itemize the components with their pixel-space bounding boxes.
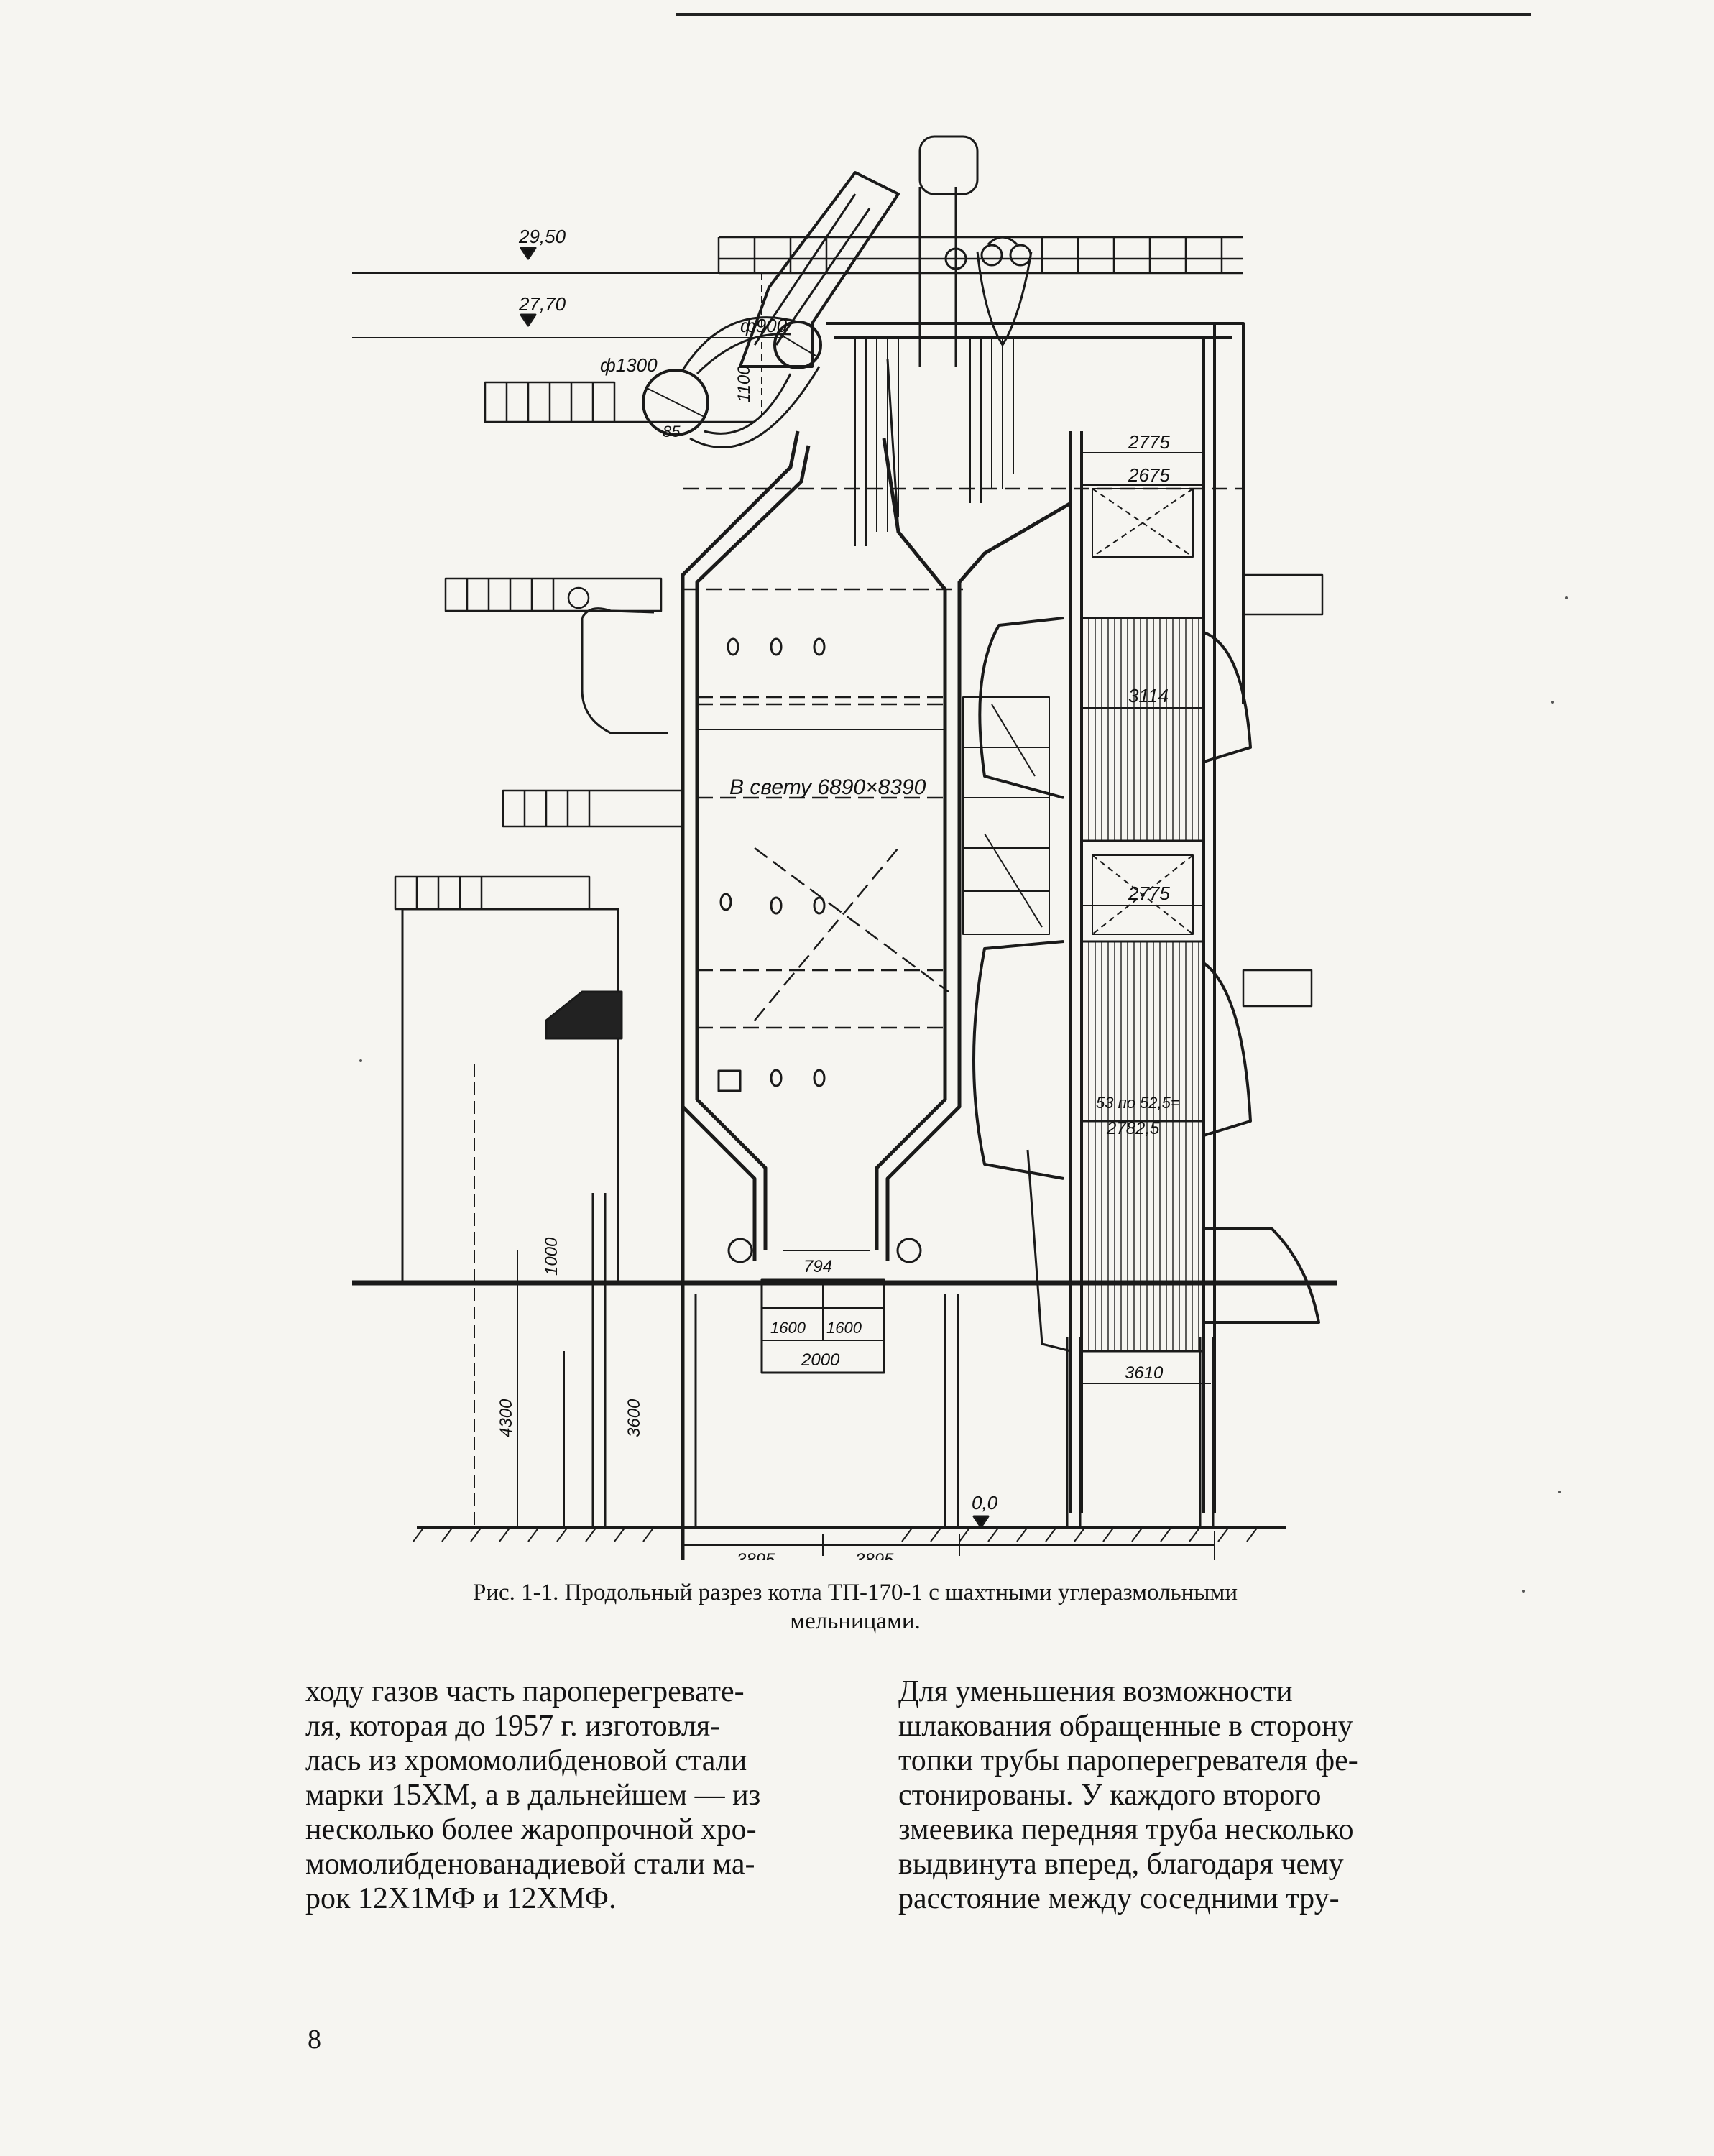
label-base-half-left: 3895 xyxy=(737,1550,775,1560)
right-line-3: топки трубы пароперегревателя фе- xyxy=(898,1744,1358,1777)
label-height-4300: 4300 xyxy=(497,1399,516,1437)
label-elev-drum: 27,70 xyxy=(518,293,566,315)
dimension-lines xyxy=(474,452,1215,1560)
drawing-labels: 29,50 27,70 ф1300 ф900 85 1100 2775 2675… xyxy=(497,226,1180,1560)
label-hopper-half-right: 1600 xyxy=(826,1319,862,1337)
air-duct-upper xyxy=(978,617,1064,799)
label-shaft-pitch: 53 по 52,5= xyxy=(1096,1094,1180,1112)
scan-speck xyxy=(1551,701,1554,704)
text-column-right: Для уменьшения возможности шлакования об… xyxy=(862,1674,1391,1916)
upper-pipe xyxy=(918,135,979,195)
scan-speck xyxy=(1558,1491,1561,1493)
header-fittings xyxy=(944,236,1033,346)
page-number: 8 xyxy=(308,2024,321,2055)
label-right-offset: 3610 xyxy=(1125,1363,1164,1383)
label-drum-offset: 85 xyxy=(663,423,681,441)
label-hopper-neck: 794 xyxy=(803,1257,832,1276)
caption-line-1: Рис. 1-1. Продольный разрез котла ТП-170… xyxy=(473,1580,1238,1606)
tube-banks xyxy=(1080,617,1205,1353)
scan-speck xyxy=(1522,1590,1525,1593)
air-duct-lower xyxy=(972,940,1064,1180)
left-line-5: несколько более жаропрочной хро- xyxy=(305,1813,757,1846)
label-shaft-pitch-total: 2782,5 xyxy=(1106,1119,1160,1138)
superheater-tubes xyxy=(854,338,1014,546)
label-elev-top: 29,50 xyxy=(518,226,566,247)
drum-large xyxy=(642,369,709,436)
label-base-half-right: 3895 xyxy=(855,1550,894,1560)
scan-speck xyxy=(1565,596,1568,599)
label-drum-spacing: 1100 xyxy=(734,365,754,402)
stairs xyxy=(962,696,1050,935)
right-line-1: Для уменьшения возможности xyxy=(898,1675,1293,1708)
header-rule xyxy=(676,13,1531,16)
text-column-left: ходу газов часть пароперегревате- ля, ко… xyxy=(305,1674,834,1916)
label-shaft-width: 3114 xyxy=(1128,685,1169,706)
right-line-4: стонированы. У каждого второго xyxy=(898,1779,1322,1812)
label-shaft-top-inner: 2675 xyxy=(1128,464,1170,486)
scan-speck xyxy=(359,1059,362,1062)
label-elev-zero: 0,0 xyxy=(972,1492,998,1514)
left-line-6: момолибденованадиевой стали ма- xyxy=(305,1848,755,1881)
left-line-7: рок 12Х1МФ и 12ХМФ. xyxy=(305,1882,617,1915)
label-shaft-top-outer: 2775 xyxy=(1128,431,1170,453)
label-furnace-clear: В свету 6890×8390 xyxy=(729,775,926,799)
downcomer-loops xyxy=(681,316,821,448)
label-hopper-half-left: 1600 xyxy=(770,1319,806,1337)
left-building xyxy=(401,908,619,1284)
right-line-6: выдвинута вперед, благодаря чему xyxy=(898,1848,1344,1881)
left-line-1: ходу газов часть пароперегревате- xyxy=(305,1675,745,1708)
furnace-walls xyxy=(681,359,1072,1560)
left-line-4: марки 15ХМ, а в дальнейшем — из xyxy=(305,1779,761,1812)
ground-hatch xyxy=(413,1526,1258,1542)
support-columns xyxy=(591,1193,1215,1527)
shaft-windows xyxy=(1092,488,1194,935)
right-line-2: шлакования обращенные в сторону xyxy=(898,1710,1353,1743)
right-line-7: расстояние между соседними тру- xyxy=(898,1882,1340,1915)
caption-line-2: мельницами. xyxy=(790,1608,921,1634)
label-drum-large: ф1300 xyxy=(600,354,658,376)
label-hopper-base: 2000 xyxy=(801,1350,840,1370)
label-drum-small: ф900 xyxy=(740,315,788,336)
label-height-1000: 1000 xyxy=(542,1237,561,1276)
left-line-3: лась из хромомолибденовой стали xyxy=(305,1744,747,1777)
right-line-5: змеевика передняя труба несколько xyxy=(898,1813,1354,1846)
figure-caption: Рис. 1-1. Продольный разрез котла ТП-170… xyxy=(374,1578,1337,1636)
top-railing xyxy=(717,236,1243,275)
label-height-3600: 3600 xyxy=(625,1399,644,1437)
upper-gas-duct xyxy=(739,171,900,368)
peepholes xyxy=(717,637,826,1092)
left-line-2: ля, которая до 1957 г. изготовля- xyxy=(305,1710,721,1743)
boiler-section-drawing: 29,50 27,70 ф1300 ф900 85 1100 2775 2675… xyxy=(352,135,1337,1560)
label-shaft-mid: 2775 xyxy=(1128,883,1170,904)
left-hopper-roof xyxy=(545,990,623,1040)
upper-left-platform xyxy=(484,381,755,423)
